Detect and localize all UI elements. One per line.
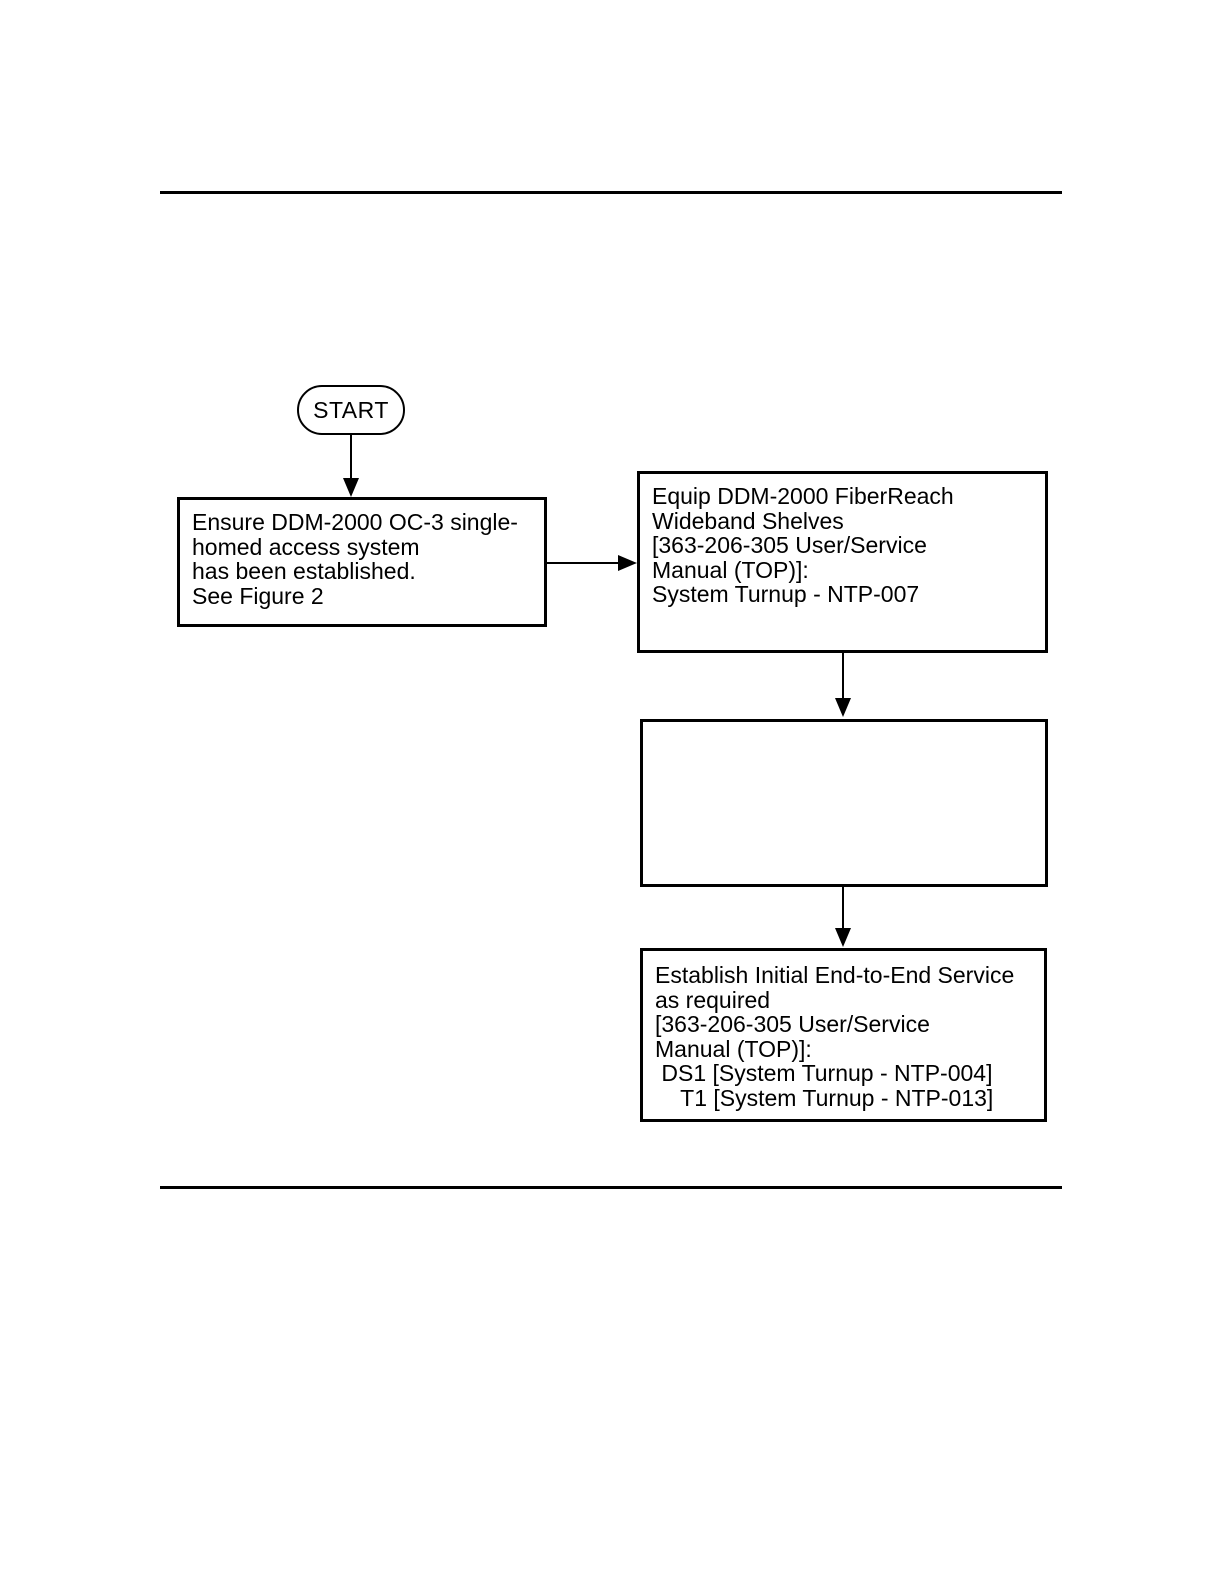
start-terminator: START <box>297 385 405 435</box>
flow-node-ensure-system-text: Ensure DDM-2000 OC-3 single- homed acces… <box>192 509 518 609</box>
arrow-shaft <box>547 562 619 564</box>
arrow-shaft <box>842 651 844 699</box>
flow-node-establish-service: Establish Initial End-to-End Service as … <box>640 948 1047 1122</box>
top-rule <box>160 191 1062 194</box>
flow-node-establish-service-text: Establish Initial End-to-End Service as … <box>655 962 1015 1111</box>
flow-node-equip-shelves: Equip DDM-2000 FiberReach Wideband Shelv… <box>637 471 1048 653</box>
arrowhead-down-icon <box>343 478 359 497</box>
arrowhead-right-icon <box>618 555 637 571</box>
flow-node-placeholder <box>640 719 1048 887</box>
flow-node-equip-shelves-text: Equip DDM-2000 FiberReach Wideband Shelv… <box>652 483 954 607</box>
flow-node-ensure-system: Ensure DDM-2000 OC-3 single- homed acces… <box>177 497 547 627</box>
arrow-shaft <box>842 885 844 929</box>
start-label: START <box>313 396 389 423</box>
arrowhead-down-icon <box>835 698 851 717</box>
arrow-shaft <box>350 434 352 479</box>
bottom-rule <box>160 1186 1062 1189</box>
arrowhead-down-icon <box>835 928 851 947</box>
